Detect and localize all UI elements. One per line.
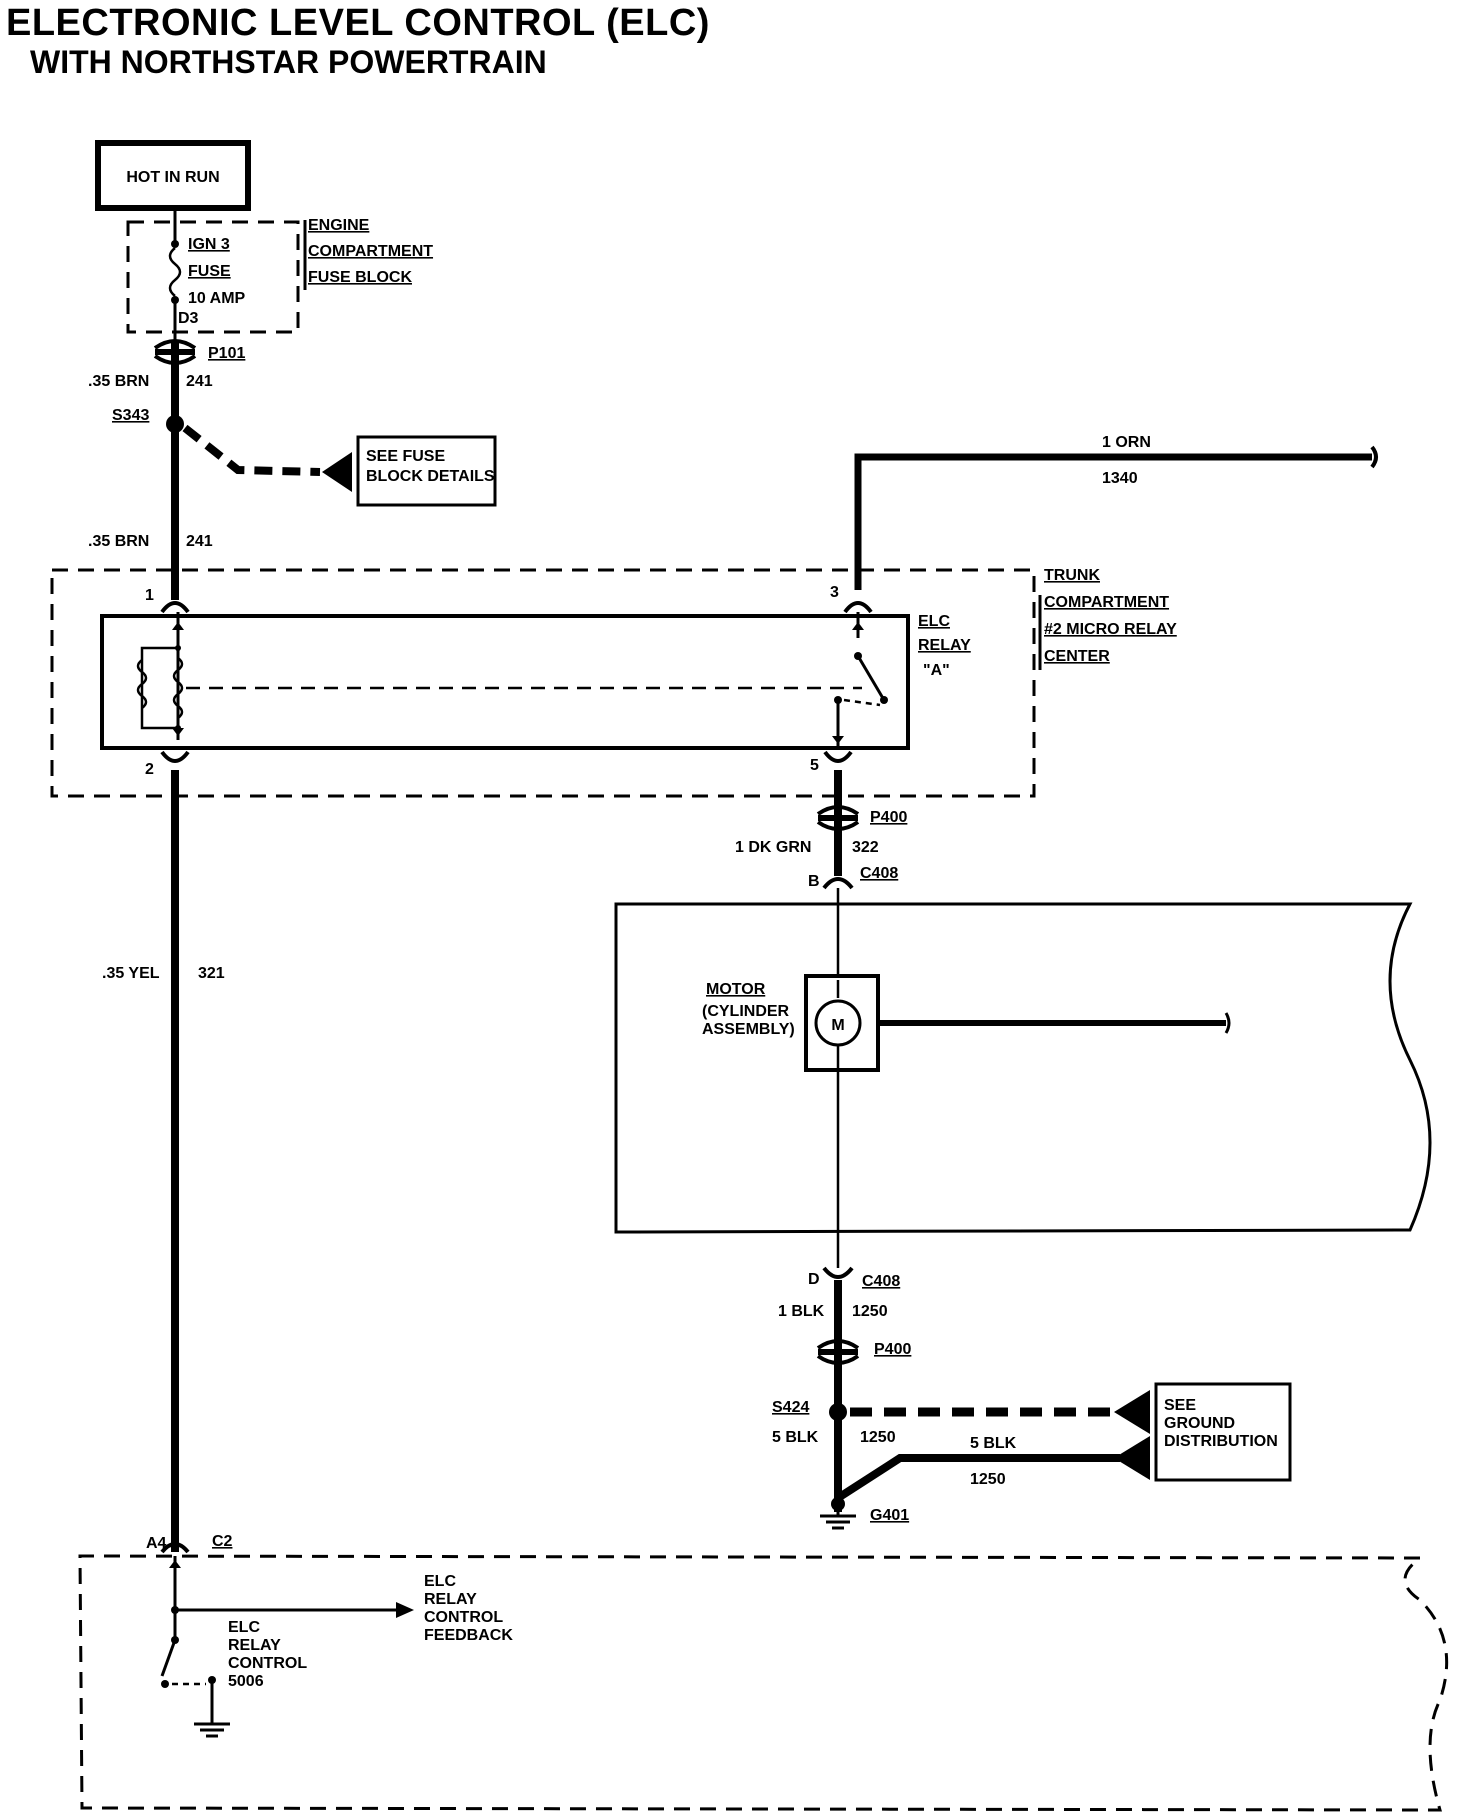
c2-pin: A4 xyxy=(146,1535,167,1552)
module-outline xyxy=(78,1554,1449,1812)
motor-label-1: MOTOR xyxy=(706,981,766,998)
module-control-switch xyxy=(160,1636,230,1738)
feedback-line-4: FEEDBACK xyxy=(424,1627,513,1644)
p400-top-label: P400 xyxy=(870,809,907,826)
motor-label-2: (CYLINDER xyxy=(702,1003,790,1020)
page-title: ELECTRONIC LEVEL CONTROL (ELC) xyxy=(6,2,710,44)
fuse-ign3 xyxy=(168,222,182,340)
splice-s424 xyxy=(829,1403,847,1421)
relay-center-outline xyxy=(50,568,1036,798)
fuse-block-name-1: ENGINE xyxy=(308,217,370,234)
connector-c408-top xyxy=(822,877,854,890)
relay-pin-1: 1 xyxy=(145,587,154,604)
motor-letter: M xyxy=(831,1017,844,1034)
c408-top-pin: B xyxy=(808,873,820,890)
wire-1340 xyxy=(854,453,1372,590)
wire-blk1-label: 1 BLK xyxy=(778,1303,825,1320)
wire-blk5b-circuit: 1250 xyxy=(970,1471,1006,1488)
relay-location-2: COMPARTMENT xyxy=(1044,594,1169,611)
motor-label-3: ASSEMBLY) xyxy=(702,1021,795,1038)
relay-location-3: #2 MICRO RELAY xyxy=(1044,621,1177,638)
relay-name-1: ELC xyxy=(918,613,950,630)
s343-label: S343 xyxy=(112,407,149,424)
relay-location-4: CENTER xyxy=(1044,648,1110,665)
ground-distribution-line-1: SEE xyxy=(1164,1397,1196,1414)
control-line-1: ELC xyxy=(228,1619,260,1636)
fuse-block-outline xyxy=(126,220,300,334)
wire-brn-a-circuit: 241 xyxy=(186,373,213,390)
feedback-line-1: ELC xyxy=(424,1573,456,1590)
ground-distribution-line-3: DISTRIBUTION xyxy=(1164,1433,1278,1450)
arrow-ground-distribution-2 xyxy=(1114,1436,1150,1480)
fuse-details-line-1: SEE FUSE xyxy=(366,448,445,465)
fuse-details-box xyxy=(356,435,497,507)
fuse-terminal: D3 xyxy=(178,310,199,327)
fuse-line-3: 10 AMP xyxy=(188,290,246,307)
motor-assembly-outline xyxy=(614,902,1432,1234)
wire-orn-label: 1 ORN xyxy=(1102,434,1151,451)
c408-bottom-pin: D xyxy=(808,1271,820,1288)
fuse-details-line-2: BLOCK DETAILS xyxy=(366,468,495,485)
fuse-line-1: IGN 3 xyxy=(188,236,230,253)
feedback-line-2: RELAY xyxy=(424,1591,477,1608)
wire-brn-b-label: .35 BRN xyxy=(88,533,149,550)
power-source-label: HOT IN RUN xyxy=(126,169,219,186)
relay-location-1: TRUNK xyxy=(1044,567,1100,584)
arrow-fuse-details xyxy=(322,452,352,492)
connector-p400-bottom xyxy=(816,1339,860,1365)
wire-yel-circuit: 321 xyxy=(198,965,225,982)
ground-distribution-box xyxy=(1154,1382,1292,1482)
c408-bottom-label: C408 xyxy=(862,1273,900,1290)
wire-brn-a-label: .35 BRN xyxy=(88,373,149,390)
arrow-ground-distribution-1 xyxy=(1114,1390,1150,1434)
feedback-line-3: CONTROL xyxy=(424,1609,503,1626)
ground-distribution-line-2: GROUND xyxy=(1164,1415,1235,1432)
ground-g401 xyxy=(820,1497,856,1530)
fuse-details-dashed-link xyxy=(182,424,321,476)
p400-bottom-label: P400 xyxy=(874,1341,911,1358)
title-block: ELECTRONIC LEVEL CONTROL (ELC) WITH NORT… xyxy=(6,2,710,80)
relay-name-3: "A" xyxy=(923,662,950,679)
p101-label: P101 xyxy=(208,345,245,362)
connector-c408-bottom xyxy=(822,1266,854,1279)
control-line-3: CONTROL xyxy=(228,1655,307,1672)
wire-yel-label: .35 YEL xyxy=(102,965,160,982)
splice-s343 xyxy=(166,415,184,433)
control-line-4: 5006 xyxy=(228,1673,264,1690)
wire-blk5a-circuit: 1250 xyxy=(860,1429,896,1446)
wire-brn-b-circuit: 241 xyxy=(186,533,213,550)
feedback-arrow xyxy=(396,1602,414,1618)
wire-dkgrn-label: 1 DK GRN xyxy=(735,839,811,856)
c2-label: C2 xyxy=(212,1533,233,1550)
relay-pin-3: 3 xyxy=(830,584,839,601)
relay-pin-2: 2 xyxy=(145,761,154,778)
wire-blk5a-label: 5 BLK xyxy=(772,1429,819,1446)
elc-relay-a xyxy=(100,614,910,750)
wire-orn-circuit: 1340 xyxy=(1102,470,1138,487)
fuse-block-name-3: FUSE BLOCK xyxy=(308,269,412,286)
page-subtitle: WITH NORTHSTAR POWERTRAIN xyxy=(30,44,547,80)
relay-coil xyxy=(136,612,184,740)
connector-c2 xyxy=(160,1542,190,1554)
s424-label: S424 xyxy=(772,1399,809,1416)
c408-top-label: C408 xyxy=(860,865,898,882)
power-source-box: HOT IN RUN xyxy=(95,140,251,211)
relay-name-2: RELAY xyxy=(918,637,971,654)
g401-label: G401 xyxy=(870,1507,909,1524)
fuse-line-2: FUSE xyxy=(188,263,231,280)
wire-blk5b-label: 5 BLK xyxy=(970,1435,1017,1452)
wire-dkgrn-circuit: 322 xyxy=(852,839,879,856)
connector-p400-top xyxy=(816,805,860,831)
fuse-block-name-2: COMPARTMENT xyxy=(308,243,433,260)
control-line-2: RELAY xyxy=(228,1637,281,1654)
relay-pin-5: 5 xyxy=(810,757,819,774)
relay-switch xyxy=(832,612,888,748)
wire-1250-to-ground-distribution xyxy=(835,1454,1120,1502)
wire-blk1-circuit: 1250 xyxy=(852,1303,888,1320)
